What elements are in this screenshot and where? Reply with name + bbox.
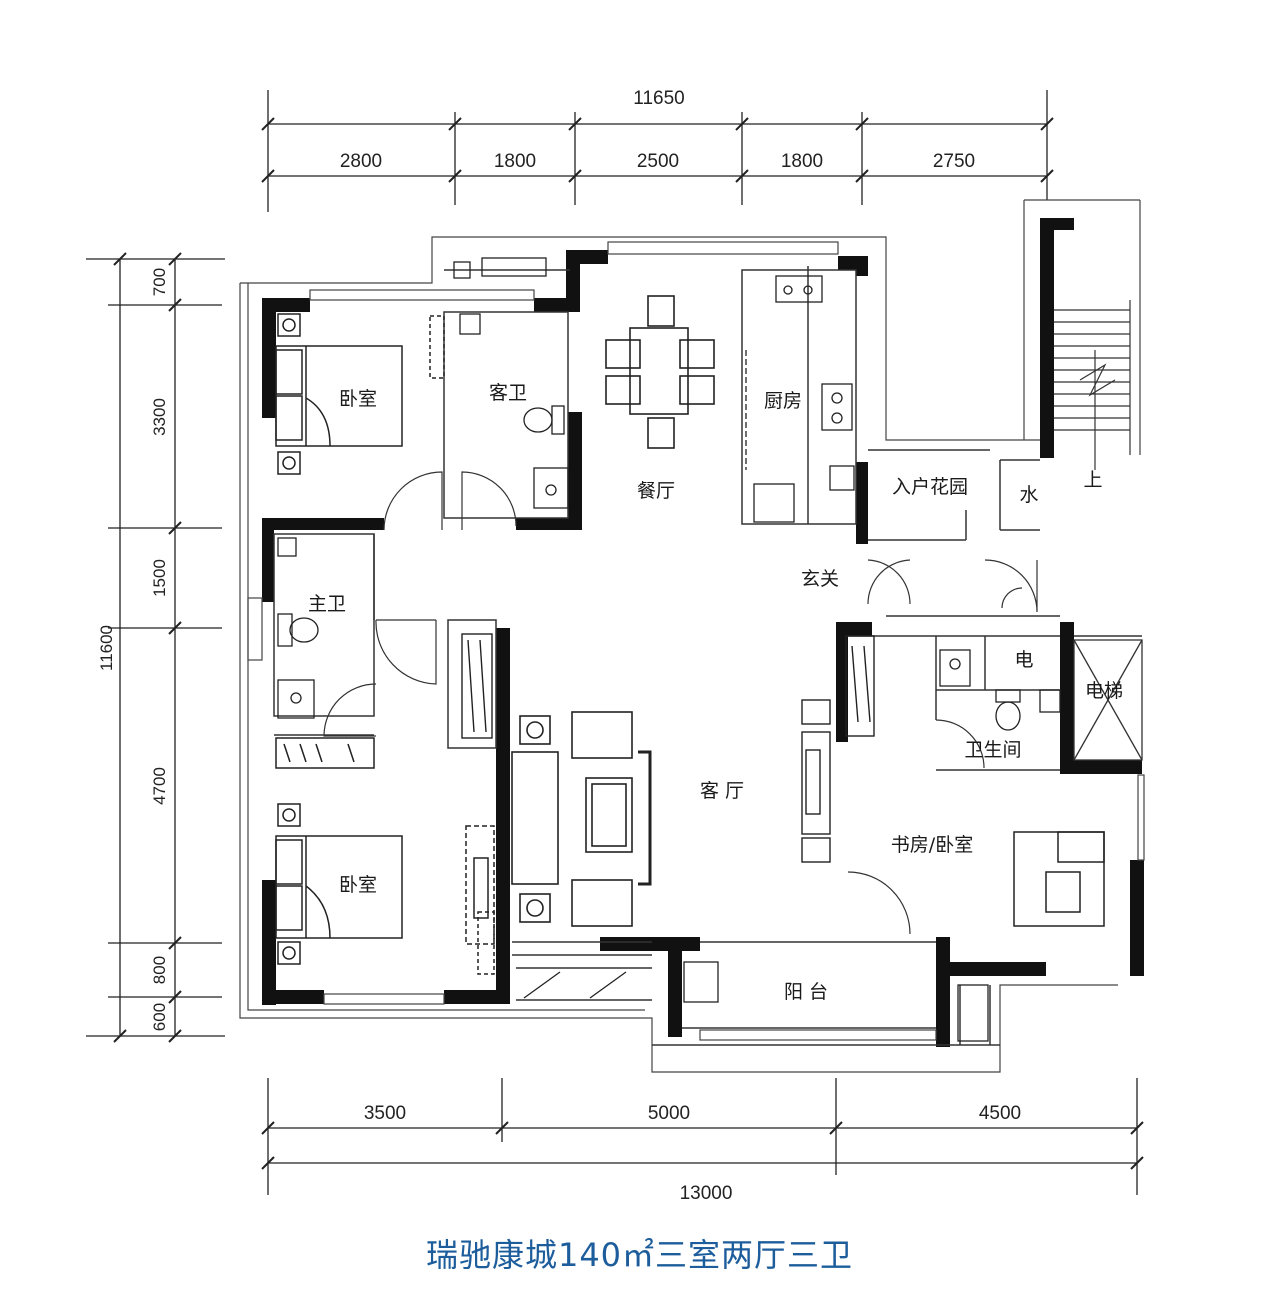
dim-left-3: 1500 [150,559,169,597]
doors [323,471,1038,935]
label-guest-bath: 客卫 [489,382,527,404]
top-dimensions [261,90,1054,212]
kitchen-fixtures [745,275,855,523]
dim-bottom-2: 5000 [648,1103,690,1124]
label-water: 水 [1019,484,1038,506]
label-stair-up: 上 [1083,469,1102,491]
dim-top-4: 1800 [781,151,823,172]
label-electric: 电 [1014,649,1033,671]
label-foyer: 玄关 [801,568,839,590]
label-study: 书房/卧室 [891,834,973,856]
dim-top-5: 2750 [933,151,975,172]
dining-table [605,295,715,449]
elevator-shaft [1073,639,1143,761]
label-elevator: 电梯 [1085,680,1123,702]
dim-top-1: 2800 [340,151,382,172]
left-dimensions [86,252,225,1043]
caption-area: 140㎡ [557,1236,656,1274]
label-master-bath: 主卫 [308,593,346,615]
dim-top-3: 2500 [637,151,679,172]
outer-envelope [239,199,1141,1073]
tv-and-cabinets [461,633,875,863]
dim-bottom-1: 3500 [364,1103,406,1124]
interior-partitions [273,266,1142,1046]
dim-left-5: 800 [150,956,169,984]
label-living: 客 厅 [700,780,744,802]
dim-left-4: 4700 [150,767,169,805]
dim-bottom-total: 13000 [680,1183,733,1204]
plan-caption: 瑞驰康城140㎡三室两厅三卫 [0,1230,1279,1276]
label-entry-garden: 入户花园 [892,476,968,498]
dim-left-1: 700 [150,268,169,296]
dim-left-2: 3300 [150,398,169,436]
label-bedroom-top: 卧室 [339,388,377,410]
sofa-set [511,711,652,927]
caption-name: 瑞驰康城 [425,1236,558,1274]
label-kitchen: 厨房 [764,390,802,412]
bath-fixtures [277,257,1061,731]
stairwell [1054,300,1131,470]
dim-bottom-3: 4500 [979,1103,1021,1124]
dim-left-total: 11600 [97,625,116,671]
floor-plan: 11650 2800 1800 2500 1800 2750 11600 700… [86,88,1145,1204]
walls [262,218,1144,1047]
balcony-details [523,961,989,1042]
label-balcony: 阳 台 [784,981,828,1003]
room-labels: 卧室 客卫 餐厅 厨房 入户花园 水 上 玄关 主卫 电 电梯 卫生间 客 厅 … [308,382,1123,1003]
caption-layout: 三室两厅三卫 [655,1236,854,1274]
bed-bottom [275,737,495,975]
bed-top [275,313,445,475]
dim-left-6: 600 [150,1003,169,1031]
bottom-dimensions [261,1078,1144,1195]
study-desk [1013,831,1105,927]
dim-top-2: 1800 [494,151,536,172]
dim-top-total: 11650 [633,88,684,109]
label-bathroom: 卫生间 [964,739,1021,761]
label-bedroom-bottom: 卧室 [339,874,377,896]
windows [247,241,1145,1041]
label-dining: 餐厅 [637,480,675,502]
